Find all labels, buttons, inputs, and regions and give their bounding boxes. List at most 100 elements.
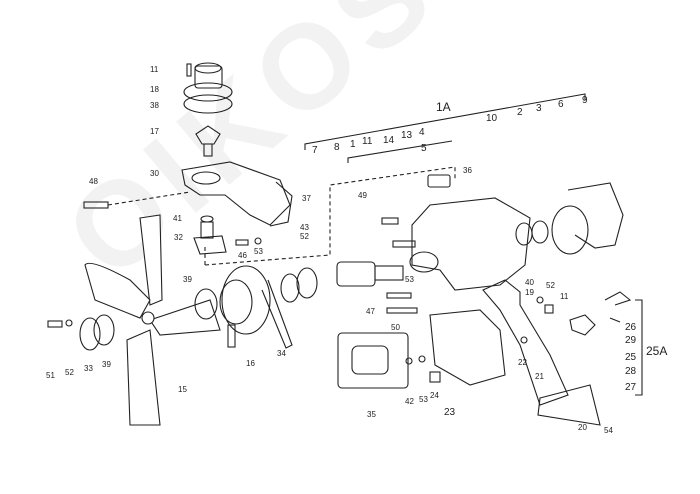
bolt-11 — [186, 63, 192, 77]
fitting-26 — [604, 291, 632, 306]
part-label: 9 — [582, 95, 588, 106]
part-label: 40 — [525, 278, 534, 287]
part-label: 17 — [150, 127, 159, 136]
part-label: 21 — [535, 372, 544, 381]
bolt-47 — [386, 292, 412, 299]
gasket-35 — [337, 332, 409, 389]
washer-53 — [254, 237, 262, 245]
part-label: 48 — [89, 177, 98, 186]
part-label: 10 — [486, 113, 498, 124]
part-label: 53 — [405, 275, 414, 284]
plug-24 — [429, 371, 441, 383]
part-label: 35 — [367, 410, 376, 419]
bearing-2-3 — [515, 220, 549, 246]
bolt-50 — [386, 307, 418, 314]
part-label: 30 — [150, 169, 159, 178]
shaft-1 — [336, 261, 404, 287]
part-label: 5 — [421, 143, 427, 154]
part-label: 42 — [405, 397, 414, 406]
part-label: 7 — [312, 145, 318, 156]
bolt-51 — [47, 320, 63, 328]
part-label: 3 — [536, 103, 542, 114]
part-label: 19 — [525, 288, 534, 297]
water-outlet-32 — [193, 221, 227, 255]
bolt-11c — [544, 304, 554, 314]
pump-body-10 — [409, 197, 531, 291]
fan-hub — [79, 314, 115, 351]
part-label: 36 — [463, 166, 472, 175]
part-label: 52 — [300, 232, 309, 241]
bolt-49 — [392, 240, 416, 248]
part-label: 18 — [150, 85, 159, 94]
part-label: 2 — [517, 107, 523, 118]
part-label: 49 — [358, 191, 367, 200]
part-label: 52 — [546, 281, 555, 290]
part-label: 22 — [518, 358, 527, 367]
part-label: 46 — [238, 251, 247, 260]
part-label: 39 — [183, 275, 192, 284]
part-label: 32 — [174, 233, 183, 242]
pin-29 — [609, 317, 621, 323]
part-label: 43 — [300, 223, 309, 232]
part-label: 28 — [625, 366, 637, 377]
assembly-label-1A: 1A — [436, 100, 451, 114]
washer-53b — [418, 355, 426, 363]
part-label: 6 — [558, 99, 564, 110]
part-label: 37 — [302, 194, 311, 203]
belt-34 — [261, 279, 293, 349]
hub-and-seals — [280, 267, 318, 303]
part-label: 20 — [578, 423, 587, 432]
spacer-39 — [194, 288, 218, 320]
part-label: 54 — [604, 426, 613, 435]
part-label: 24 — [430, 391, 439, 400]
cover-23 — [429, 309, 506, 386]
part-label: 11 — [362, 136, 373, 147]
bolt-48 — [83, 201, 109, 209]
part-label: 15 — [178, 385, 187, 394]
pulley-16 — [219, 265, 293, 349]
part-label: 33 — [84, 364, 93, 373]
part-label: 4 — [419, 127, 425, 138]
part-label: 34 — [277, 349, 286, 358]
nut-42 — [405, 357, 413, 365]
part-label: 8 — [334, 142, 340, 153]
part-label: 52 — [65, 368, 74, 377]
part-label: 47 — [366, 307, 375, 316]
assembly-label-25A: 25A — [646, 344, 668, 358]
part-label: 29 — [625, 335, 637, 346]
fan — [84, 214, 221, 426]
clamp-22 — [520, 336, 528, 344]
impeller-6 — [551, 205, 589, 255]
pipe-20 — [537, 384, 601, 426]
part-label: 25 — [625, 352, 637, 363]
gasket-36 — [427, 174, 451, 188]
part-label: 41 — [173, 214, 182, 223]
part-label: 51 — [46, 371, 55, 380]
part-label: 39 — [102, 360, 111, 369]
part-label: 14 — [383, 135, 395, 146]
part-label: 11 — [560, 292, 569, 301]
bracket-1A — [304, 93, 586, 150]
bolt-46 — [235, 239, 249, 246]
part-label: 50 — [391, 323, 400, 332]
thermostat-outlet-elbow — [183, 62, 233, 114]
part-label: 26 — [625, 322, 637, 333]
part-label: 13 — [401, 130, 413, 141]
bolt-11b — [381, 217, 399, 225]
cover-9 — [567, 182, 624, 249]
part-label: 16 — [246, 359, 255, 368]
thermostat — [195, 125, 221, 157]
pipe-21 — [482, 279, 569, 406]
part-label: 53 — [419, 395, 428, 404]
part-label: 38 — [150, 101, 159, 110]
bracket-25A — [635, 299, 643, 396]
part-label: 1 — [350, 139, 356, 150]
part-label: 11 — [150, 65, 159, 74]
valve-25 — [569, 314, 596, 336]
part-label: 53 — [254, 247, 263, 256]
washer-52b — [536, 296, 544, 304]
part-label: 27 — [625, 382, 637, 393]
o-ring-41 — [200, 215, 214, 223]
